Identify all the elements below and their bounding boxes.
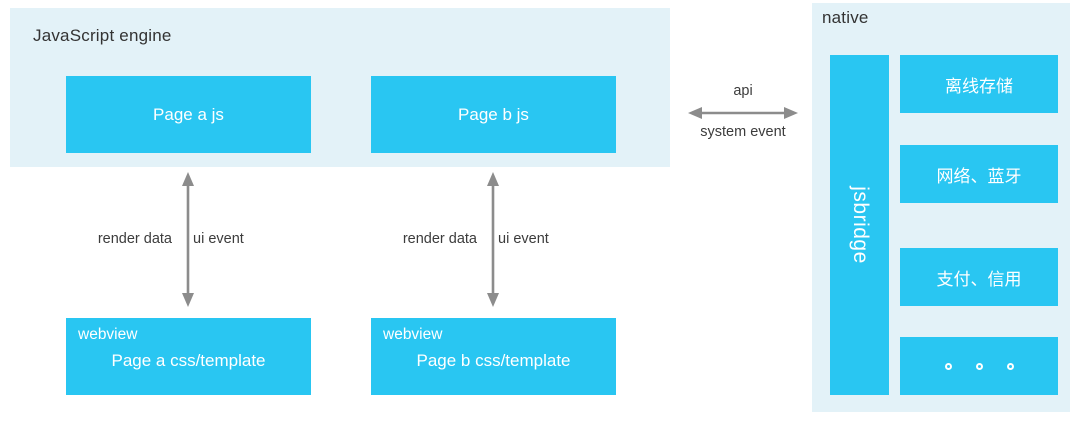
webview-sublabel-a: Page a css/template (111, 351, 266, 371)
page-b-js-box: Page b js (371, 76, 616, 153)
api-label: api (733, 83, 753, 99)
webview-label-a: webview (78, 326, 138, 343)
ui-event-label-a: ui event (193, 231, 244, 247)
jsbridge-box: jsbridge (830, 55, 889, 395)
native-module-payment-credit: 支付、信用 (900, 248, 1058, 306)
jsbridge-label: jsbridge (848, 186, 872, 264)
webview-box-b: webview Page b css/template (371, 318, 616, 395)
javascript-engine-title: JavaScript engine (33, 26, 172, 45)
webview-box-a: webview Page a css/template (66, 318, 311, 395)
native-title: native (822, 8, 869, 27)
double-arrow-horizontal-icon (688, 105, 798, 121)
page-a-js-label: Page a js (153, 104, 224, 124)
render-data-label-b: render data (402, 231, 477, 247)
double-arrow-vertical-icon (482, 172, 504, 307)
double-arrow-vertical-icon (177, 172, 199, 307)
dot-3 (1006, 362, 1014, 370)
native-module-network-bluetooth: 网络、蓝牙 (900, 145, 1058, 203)
ui-event-label-b: ui event (498, 231, 549, 247)
dot-1 (944, 362, 952, 370)
render-data-label-a: render data (97, 231, 172, 247)
page-b-js-label: Page b js (458, 104, 529, 124)
system-event-label: system event (700, 124, 786, 140)
native-module-more (900, 337, 1058, 395)
native-module-label: 网络、蓝牙 (936, 166, 1022, 186)
dot-2 (975, 362, 983, 370)
three-dots-icon (944, 362, 1014, 370)
webview-sublabel-b: Page b css/template (416, 351, 571, 371)
native-module-label: 支付、信用 (936, 269, 1022, 289)
webview-label-b: webview (383, 326, 443, 343)
native-module-label: 离线存储 (945, 76, 1013, 96)
page-a-js-box: Page a js (66, 76, 311, 153)
native-module-offline-storage: 离线存储 (900, 55, 1058, 113)
